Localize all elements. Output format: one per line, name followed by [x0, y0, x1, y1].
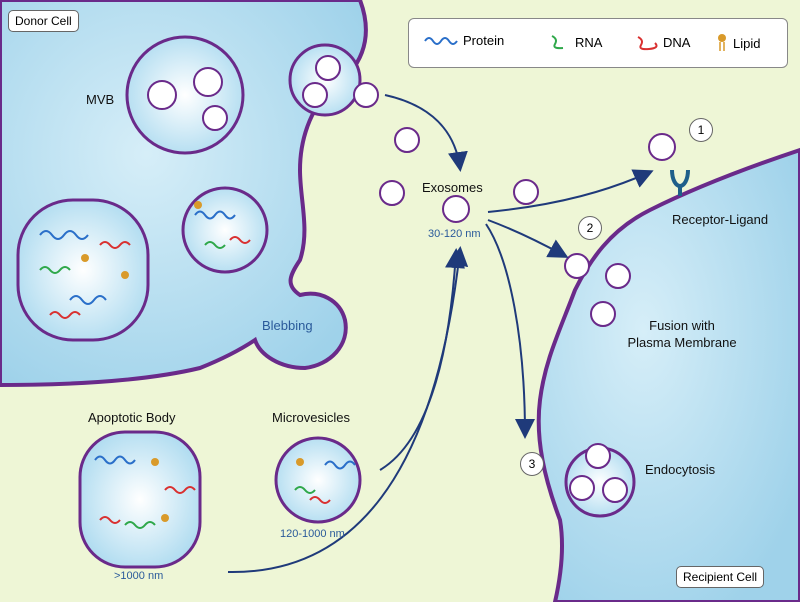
- receptor-bound-exosome: [648, 133, 676, 161]
- intracellular-vesicle: [181, 186, 269, 274]
- legend-label-protein: Protein: [463, 33, 505, 48]
- mvb-vesicle: [202, 105, 228, 131]
- legend-item-rna: RNA: [549, 33, 602, 51]
- endocytosed-exosome: [602, 477, 628, 503]
- protein-icon: [424, 36, 458, 45]
- cargo-protein: [39, 210, 356, 470]
- apoptotic-body-forming: [16, 198, 150, 342]
- exosome: [353, 82, 379, 108]
- receptor: [670, 169, 690, 189]
- pathway-arrows: [227, 94, 654, 574]
- apoptotic-body-label: Apoptotic Body: [88, 410, 176, 425]
- apoptotic-body: [78, 430, 202, 569]
- mvb-label: MVB: [86, 92, 115, 107]
- endocytosed-exosome: [585, 443, 611, 469]
- arrow-to-fusion: [487, 219, 569, 258]
- cargo-rna: [39, 241, 316, 529]
- arrow-microvesicle-to-exosomes: [379, 248, 466, 471]
- receptor-ligand-label: Receptor-Ligand: [672, 212, 769, 227]
- legend-item-dna: DNA: [635, 33, 690, 51]
- mvb-vesicle: [147, 80, 177, 110]
- fusing-exosome: [605, 263, 631, 289]
- dna-icon: [637, 36, 658, 51]
- lipid-icon: [718, 34, 726, 51]
- pathway-number-3: 3: [520, 452, 544, 476]
- legend-label-dna: DNA: [663, 34, 691, 50]
- exosome: [315, 55, 341, 81]
- recipient-cell-label: Recipient Cell: [676, 566, 765, 588]
- legend-label-lipid: Lipid: [733, 35, 761, 51]
- endocytosis-label: Endocytosis: [645, 462, 716, 477]
- fusing-exosome: [590, 301, 616, 327]
- exosome-size-label: 30-120 nm: [428, 228, 481, 240]
- legend-label-rna: RNA: [575, 34, 603, 50]
- rna-icon: [551, 35, 564, 50]
- apoptotic-size-label: >1000 nm: [114, 570, 164, 582]
- microvesicle: [274, 436, 362, 524]
- cargo-dna: [49, 236, 331, 524]
- legend-item-lipid: Lipid: [715, 33, 760, 53]
- fusion-label-line1: Fusion with: [649, 318, 715, 333]
- fusion-label-line2: Plasma Membrane: [627, 335, 737, 350]
- arrow-budding-to-exosomes: [384, 94, 468, 172]
- pathway-number-2: 2: [578, 216, 602, 240]
- exosomes-label: Exosomes: [422, 180, 483, 195]
- endocytosed-exosome: [569, 475, 595, 501]
- exosome: [302, 82, 328, 108]
- mvb-vesicle: [193, 67, 223, 97]
- exosome: [513, 179, 539, 205]
- mvb-compartment: [125, 35, 245, 155]
- cargo-lipid: [81, 201, 304, 522]
- exosome: [442, 195, 470, 223]
- donor-cell-label: Donor Cell: [8, 10, 79, 32]
- arrow-to-receptor: [487, 169, 654, 213]
- exosome: [379, 180, 405, 206]
- fusing-exosome: [564, 253, 590, 279]
- legend: Protein RNA DNA Lipid: [408, 18, 788, 68]
- microvesicle-size-label: 120-1000 nm: [280, 528, 345, 540]
- arrow-to-endocytosis: [485, 223, 535, 439]
- exosome: [394, 127, 420, 153]
- legend-item-protein: Protein: [423, 33, 504, 48]
- blebbing-label: Blebbing: [262, 318, 313, 333]
- pathway-number-1: 1: [689, 118, 713, 142]
- microvesicles-label: Microvesicles: [272, 410, 351, 425]
